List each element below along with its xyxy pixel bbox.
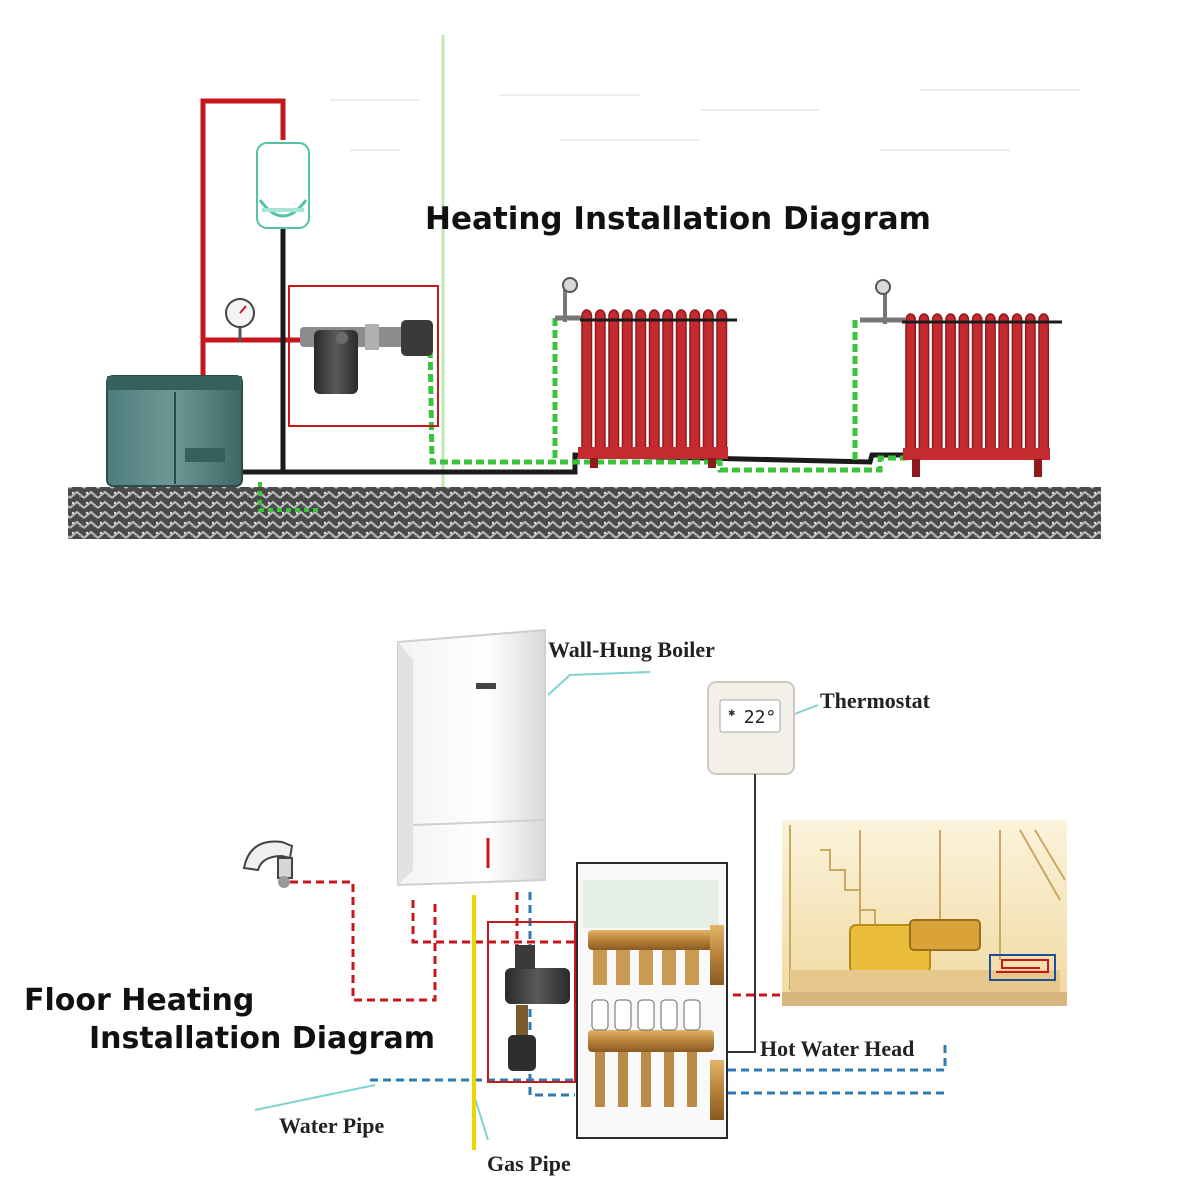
- top-heating-diagram: Heating Installation Diagram: [68, 35, 1101, 540]
- manifold-outlet: [641, 1052, 651, 1107]
- radiator-2-valve: [860, 279, 905, 324]
- svg-text:✱: ✱: [728, 709, 736, 719]
- radiator-column: [581, 309, 593, 456]
- bottom-floor-heating-diagram: 22° ✱: [24, 628, 1067, 1176]
- radiator-column: [958, 313, 970, 455]
- radiator-column: [945, 313, 956, 455]
- radiator-1-columns: [581, 309, 728, 456]
- radiator-column: [702, 309, 714, 456]
- manifold-flow-meter: [662, 950, 676, 985]
- radiator-column: [985, 313, 996, 455]
- radiator-column: [608, 309, 620, 456]
- radiator-2: [860, 279, 1062, 477]
- floor-standing-boiler: [106, 375, 243, 487]
- radiator-column: [931, 313, 943, 455]
- pump-highlight-box-bottom: [487, 921, 576, 1083]
- top-diagram-title: Heating Installation Diagram: [425, 201, 931, 237]
- background-wall-texture: [330, 89, 1080, 151]
- manifold-outlet: [618, 1052, 628, 1107]
- manifold-actuator: [591, 999, 609, 1031]
- manifold-actuator: [637, 999, 655, 1031]
- manifold-outlet: [687, 1052, 697, 1107]
- radiator-column: [1011, 313, 1023, 455]
- pressure-gauge: [225, 298, 255, 342]
- faucet-icon: [242, 840, 294, 888]
- radiator-column: [675, 309, 687, 456]
- thermostat-label: Thermostat: [820, 688, 931, 713]
- radiator-2-columns: [905, 313, 1050, 455]
- expansion-tank: [256, 142, 310, 229]
- radiator-column: [635, 309, 647, 456]
- manifold-actuator: [683, 999, 701, 1031]
- radiator-1: [555, 277, 737, 468]
- radiator-column: [716, 309, 728, 456]
- manifold-flow-meter: [593, 950, 607, 985]
- manifold-flow-meter: [685, 950, 699, 985]
- radiator-column: [971, 313, 983, 455]
- wall-hung-boiler: [397, 628, 546, 887]
- gas-pipe-label: Gas Pipe: [487, 1151, 571, 1176]
- circulation-pump: [300, 320, 433, 394]
- thermostat-display: 22°: [744, 707, 777, 728]
- radiator-column: [621, 309, 633, 456]
- manifold-actuator: [614, 999, 632, 1031]
- manifold-outlet: [664, 1052, 674, 1107]
- radiator-column: [648, 309, 660, 456]
- radiator-column: [689, 309, 701, 456]
- radiator-column: [662, 309, 674, 456]
- radiator-column: [1038, 313, 1050, 455]
- radiator-1-valve: [555, 277, 585, 322]
- gravel-floor: [68, 487, 1101, 539]
- manifold: [583, 880, 724, 1120]
- manifold-valves: [591, 950, 701, 1107]
- radiator-column: [918, 313, 930, 455]
- manifold-outlet: [595, 1052, 605, 1107]
- manifold-actuator: [660, 999, 678, 1031]
- wall-hung-boiler-label: Wall-Hung Boiler: [548, 637, 715, 662]
- thermostat-wire: [728, 774, 756, 1053]
- flow-pipes-green: [258, 318, 910, 512]
- radiator-column: [998, 313, 1010, 455]
- manifold-flow-meter: [616, 950, 630, 985]
- radiator-column: [594, 309, 606, 456]
- radiator-column: [905, 313, 917, 455]
- manifold-flow-meter: [639, 950, 653, 985]
- pump-assembly: [505, 945, 570, 1071]
- bottom-diagram-title-line2: Installation Diagram: [89, 1021, 435, 1056]
- thermostat: 22° ✱: [707, 681, 795, 775]
- pump-highlight-box: [288, 285, 439, 427]
- hot-water-head-label: Hot Water Head: [760, 1036, 914, 1061]
- radiator-column: [1024, 313, 1036, 455]
- callout-lines: [254, 671, 819, 1141]
- room-cutaway: [782, 820, 1067, 1006]
- water-pipe-label: Water Pipe: [279, 1113, 385, 1138]
- bottom-diagram-title-line1: Floor Heating: [24, 983, 254, 1018]
